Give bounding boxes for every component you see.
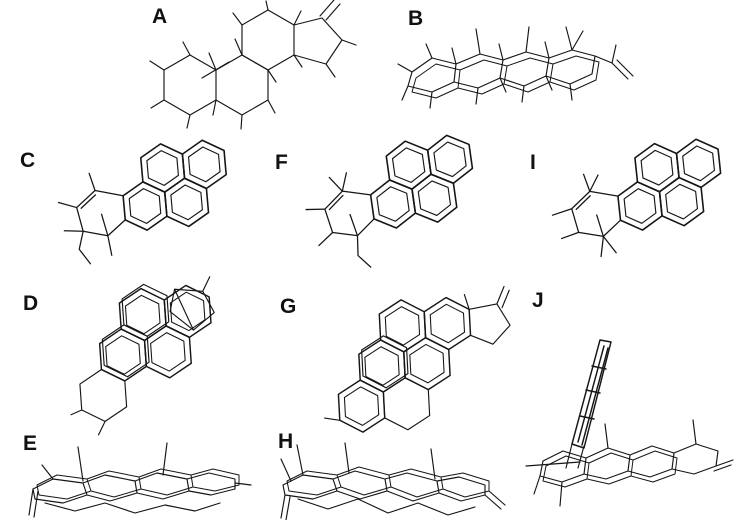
panel-b-label: B — [408, 7, 424, 30]
structure-g-drawing — [324, 285, 511, 434]
panel-i-label: I — [530, 151, 536, 174]
structure-a-drawing — [149, 0, 357, 130]
panel-h-label: H — [278, 430, 294, 453]
panel-f-label: F — [275, 151, 288, 174]
panel-e-label: E — [23, 432, 38, 455]
panel-g-label: G — [280, 295, 297, 318]
panel-d-label: D — [23, 292, 39, 315]
panel-h: H — [253, 423, 506, 520]
structure-e-drawing — [28, 442, 252, 518]
panel-b: B — [390, 0, 685, 132]
panel-a-label: A — [152, 5, 168, 28]
structure-f-drawing — [305, 131, 475, 268]
panel-i: I — [505, 136, 738, 260]
panel-a: A — [130, 0, 380, 132]
panel-f: F — [253, 131, 498, 268]
structure-c-drawing — [57, 137, 229, 265]
panel-e: E — [5, 423, 253, 520]
panel-c: C — [5, 137, 250, 265]
panel-c-label: C — [20, 149, 36, 172]
structure-j-drawing — [525, 339, 734, 507]
panel-j: J — [518, 276, 738, 520]
structure-d-drawing — [70, 276, 215, 436]
panel-j-label: J — [532, 289, 544, 312]
structure-i-drawing — [551, 136, 723, 258]
panel-d: D — [5, 263, 260, 436]
structure-b-drawing — [397, 26, 634, 109]
structure-h-drawing — [280, 442, 506, 520]
panel-g: G — [262, 262, 517, 434]
